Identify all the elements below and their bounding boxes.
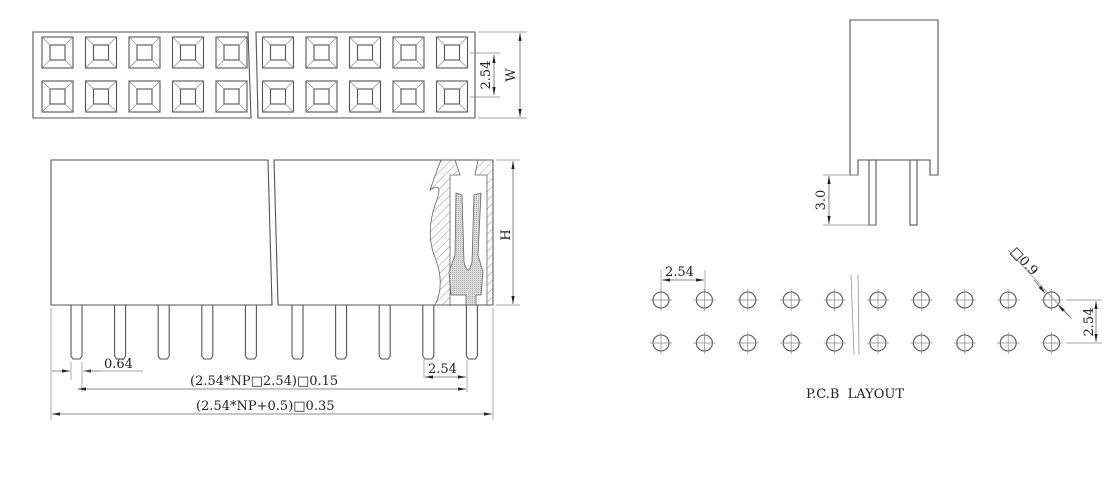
pin xyxy=(244,305,257,360)
top-pitch-label: 2.54 xyxy=(479,61,494,90)
front-view: H 0.64 2.54 (2.54*NP□2.54)□0.15 (2.54*NP… xyxy=(50,159,520,420)
socket-opening xyxy=(84,80,118,113)
pcb-pitch-y-label: 2.54 xyxy=(1082,308,1097,337)
overall-length-label: (2.54*NP+0.5)□0.35 xyxy=(196,399,335,414)
socket-opening xyxy=(305,36,338,69)
side-view: 3.0 xyxy=(814,19,939,226)
socket-opening xyxy=(171,80,205,113)
socket-opening xyxy=(348,80,382,113)
pcb-hole xyxy=(780,332,803,354)
pcb-hole xyxy=(693,332,716,354)
side-pin-1 xyxy=(868,159,877,226)
front-body-left xyxy=(50,159,273,306)
side-pin-2 xyxy=(909,159,918,226)
pcb-hole xyxy=(650,289,672,311)
pin xyxy=(335,305,348,360)
pcb-layout-title: P.C.B LAYOUT xyxy=(806,387,904,402)
pin-length-label: 3.0 xyxy=(814,190,829,211)
pcb-hole xyxy=(736,332,759,354)
pcb-hole xyxy=(910,289,933,311)
socket-opening xyxy=(348,36,382,69)
socket-opening xyxy=(215,36,248,69)
pcb-hole xyxy=(780,289,803,311)
socket-opening xyxy=(261,80,295,113)
socket-opening xyxy=(128,80,161,113)
side-body xyxy=(849,19,939,176)
pin xyxy=(201,305,214,360)
pin xyxy=(157,305,170,360)
top-body-left xyxy=(32,31,252,119)
socket-opening xyxy=(84,36,118,69)
pcb-hole xyxy=(953,332,976,354)
pcb-hole xyxy=(867,289,889,311)
pin xyxy=(291,305,304,360)
top-body-right xyxy=(255,31,476,119)
width-label: W xyxy=(504,68,519,82)
socket-opening xyxy=(392,36,425,69)
socket-opening xyxy=(171,36,205,69)
contact-terminal xyxy=(448,192,484,306)
socket-opening xyxy=(435,80,469,113)
pcb-hole xyxy=(910,332,933,354)
pin-width-label: 0.64 xyxy=(104,357,133,372)
top-view: 2.54 W xyxy=(32,31,527,119)
pcb-hole xyxy=(997,289,1020,311)
socket-opening xyxy=(128,36,161,69)
pin-span-label: (2.54*NP□2.54)□0.15 xyxy=(190,374,338,389)
pcb-hole xyxy=(867,332,889,354)
pcb-pitch-x-label: 2.54 xyxy=(665,265,694,280)
pcb-hole xyxy=(693,289,716,311)
cross-section-hatch-left xyxy=(429,159,461,306)
socket-opening xyxy=(305,80,338,113)
socket-opening xyxy=(41,80,74,113)
socket-opening xyxy=(392,80,425,113)
pcb-layout: 2.54 2.54 □0.9 P.C.B LAYOUT xyxy=(650,244,1102,402)
pcb-hole xyxy=(953,289,976,311)
break-lines xyxy=(850,274,860,356)
pin xyxy=(378,305,391,360)
pcb-hole xyxy=(823,332,846,354)
socket-opening xyxy=(215,80,248,113)
hole-diameter-label: □0.9 xyxy=(1007,244,1040,278)
pcb-hole xyxy=(650,332,672,354)
pin xyxy=(422,305,435,360)
pcb-hole xyxy=(997,332,1020,354)
bottom-pitch-label: 2.54 xyxy=(428,362,457,377)
pin xyxy=(114,305,127,360)
cross-section-hatch-right xyxy=(474,159,494,306)
pcb-hole xyxy=(736,289,759,311)
pcb-hole xyxy=(823,289,846,311)
pcb-hole xyxy=(1040,289,1063,311)
socket-opening xyxy=(41,36,74,69)
socket-opening xyxy=(435,36,469,69)
pcb-hole xyxy=(1040,332,1063,354)
height-label: H xyxy=(499,229,514,240)
pin xyxy=(70,305,83,360)
pin xyxy=(465,305,478,360)
socket-opening xyxy=(261,36,295,69)
